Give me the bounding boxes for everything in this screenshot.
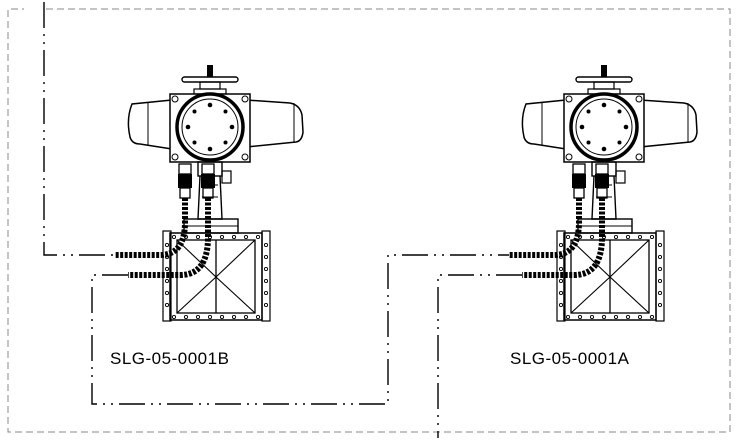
cable-run-3 [437, 274, 522, 438]
actuator-assembly-left [115, 65, 303, 321]
tag-label-right: SLG-05-0001A [510, 349, 630, 368]
cable-run-2 [91, 254, 509, 405]
cable-runs [43, 2, 522, 438]
cable-run-1 [43, 2, 115, 256]
tag-label-left: SLG-05-0001B [110, 349, 229, 368]
actuator-assembly-right [509, 65, 697, 321]
drawing-border [7, 8, 731, 433]
